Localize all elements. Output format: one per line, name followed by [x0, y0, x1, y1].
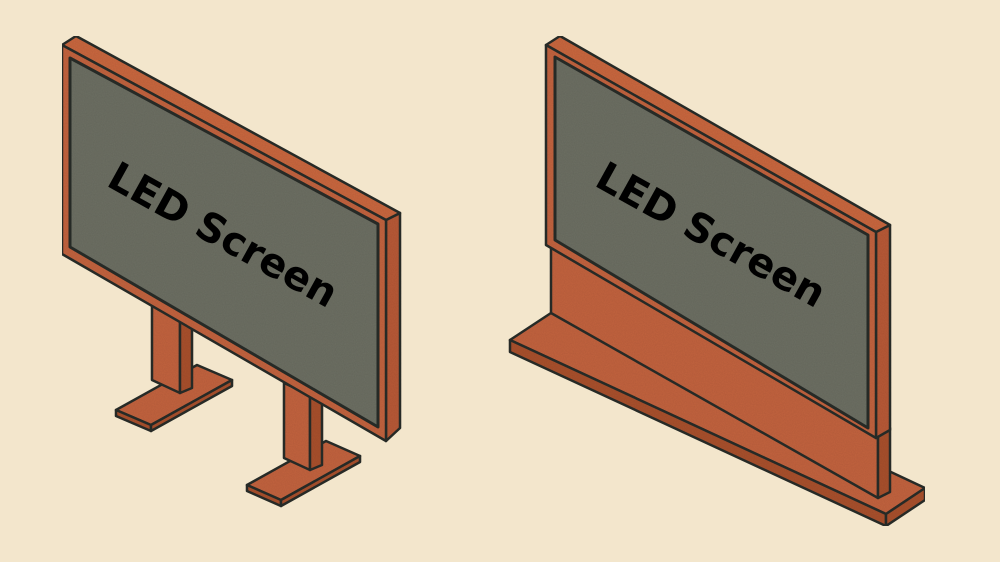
front-leg — [245, 381, 362, 508]
screen-panel — [553, 55, 870, 430]
led-screen-with-legs: LED Screen — [60, 34, 402, 508]
led-screen-with-pedestal: LED Screen — [508, 34, 927, 528]
frame-side — [384, 211, 402, 443]
screen-panel — [68, 56, 380, 429]
back-leg — [114, 303, 234, 433]
frame-side — [874, 223, 892, 440]
